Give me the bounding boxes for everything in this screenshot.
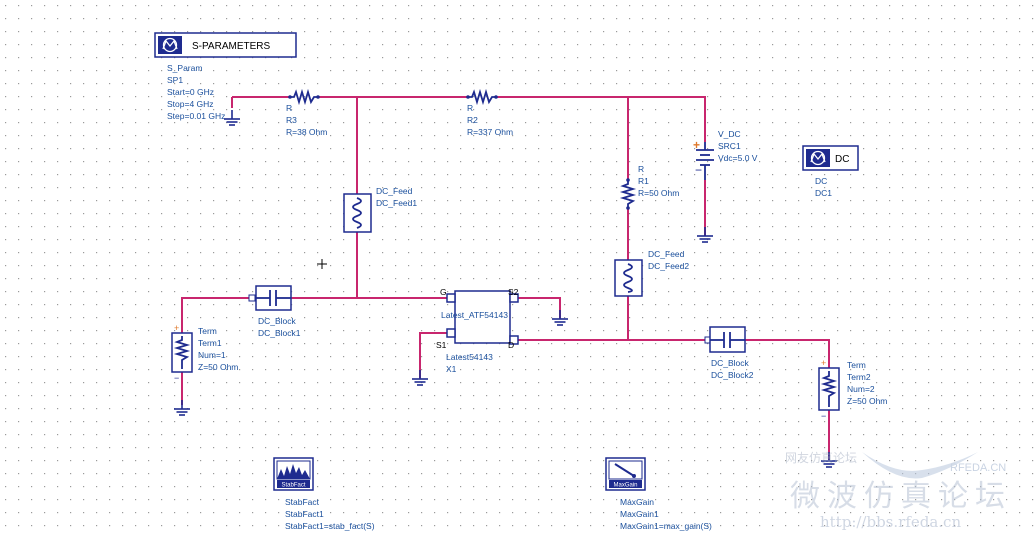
- maxgain-label-1: MaxGain: [620, 497, 654, 507]
- r1-label-3: R=50 Ohm: [638, 188, 679, 198]
- watermark-brand: RFEDA.CN: [950, 462, 1006, 474]
- r1-label-1: R: [638, 164, 644, 174]
- dc-label-1: DC: [815, 176, 827, 186]
- pin-s2-label: S2: [508, 287, 519, 297]
- sparam-label-3: Start=0 GHz: [167, 87, 214, 97]
- watermark-large: 微波仿真论坛: [790, 479, 1012, 514]
- pin-g-label: G: [440, 287, 447, 297]
- term1-label-1: Term: [198, 326, 217, 336]
- r3-label-3: R=38 Ohm: [286, 127, 327, 137]
- maxgain-label-3: MaxGain1=max_gain(S): [620, 521, 712, 531]
- dcblock1-label-2: DC_Block1: [258, 328, 301, 338]
- plus-sign-icon: +: [821, 358, 826, 368]
- stabfact-label-2: StabFact1: [285, 509, 324, 519]
- transistor-x1[interactable]: G S2 S1 D Latest_ATF54143 Latest54143 X1: [436, 287, 519, 374]
- watermark-small: 网友仿真论坛: [785, 451, 857, 465]
- r2-label-1: R: [467, 103, 473, 113]
- term1-label-2: Term1: [198, 338, 222, 348]
- src1-label-1: V_DC: [718, 129, 741, 139]
- voltage-source-src1[interactable]: + − V_DC SRC1 Vdc=5.0 V: [693, 129, 758, 180]
- dcfeed2-label-2: DC_Feed2: [648, 261, 689, 271]
- dc-block-2[interactable]: DC_Block DC_Block2: [704, 326, 754, 380]
- dcblock2-label-1: DC_Block: [711, 358, 750, 368]
- sparam-label-2: SP1: [167, 75, 183, 85]
- transistor-label-2: X1: [446, 364, 457, 374]
- pin-d-label: D: [508, 340, 514, 350]
- resistor-r3[interactable]: R R3 R=38 Ohm: [286, 88, 327, 137]
- sparam-label-1: S_Param: [167, 63, 202, 73]
- transistor-label-1: Latest54143: [446, 352, 493, 362]
- meter-icon: [614, 463, 636, 478]
- maxgain-label-2: MaxGain1: [620, 509, 659, 519]
- r3-label-1: R: [286, 103, 292, 113]
- dc-block-1[interactable]: DC_Block DC_Block1: [248, 285, 301, 338]
- minus-sign-icon: −: [821, 411, 826, 421]
- crosshair-cursor-icon: [317, 259, 327, 269]
- maxgain-icon-label: MaxGain: [613, 483, 637, 489]
- term1-label-4: Z=50 Ohm: [198, 362, 238, 372]
- dc-label-2: DC1: [815, 188, 832, 198]
- minus-sign-icon: −: [174, 373, 179, 383]
- wing-logo-icon: [862, 452, 978, 479]
- dc-title: DC: [835, 154, 849, 165]
- dc-feed-2[interactable]: DC_Feed DC_Feed2: [614, 249, 689, 297]
- ads-logo-icon: [162, 37, 178, 53]
- maxgain-measurement[interactable]: MaxGain MaxGain MaxGain1 MaxGain1=max_ga…: [605, 457, 712, 531]
- resistor-r1[interactable]: R R1 R=50 Ohm: [619, 164, 679, 210]
- src1-label-3: Vdc=5.0 V: [718, 153, 758, 163]
- r3-label-2: R3: [286, 115, 297, 125]
- term1-label-3: Num=1: [198, 350, 226, 360]
- resistor-r2[interactable]: R R2 R=337 Ohm: [466, 88, 513, 137]
- port-term1[interactable]: + − Term Term1 Num=1 Z=50 Ohm: [171, 323, 238, 383]
- dcfeed1-label-1: DC_Feed: [376, 186, 413, 196]
- r2-label-3: R=337 Ohm: [467, 127, 513, 137]
- dcblock1-label-1: DC_Block: [258, 316, 297, 326]
- watermark: 网友仿真论坛 RFEDA.CN 微波仿真论坛 http://bbs.rfeda.…: [785, 451, 1012, 531]
- dcfeed1-label-2: DC_Feed1: [376, 198, 417, 208]
- minus-sign-icon: −: [695, 163, 702, 177]
- ads-logo-icon: [810, 150, 826, 166]
- term2-label-1: Term: [847, 360, 866, 370]
- dc-feed-1[interactable]: DC_Feed DC_Feed1: [343, 186, 417, 233]
- plus-sign-icon: +: [693, 138, 700, 152]
- term2-label-4: Z=50 Ohm: [847, 396, 887, 406]
- sparam-controller[interactable]: S-PARAMETERS S_Param SP1 Start=0 GHz Sto…: [154, 32, 297, 121]
- port-term2[interactable]: + − Term Term2 Num=2 Z=50 Ohm: [818, 358, 887, 421]
- stabfact-label-3: StabFact1=stab_fact(S): [285, 521, 375, 531]
- sparam-title: S-PARAMETERS: [192, 41, 270, 52]
- term2-label-2: Term2: [847, 372, 871, 382]
- src1-label-2: SRC1: [718, 141, 741, 151]
- stabfact-label-1: StabFact: [285, 497, 320, 507]
- stabfact-measurement[interactable]: StabFact StabFact StabFact1 StabFact1=st…: [273, 457, 375, 531]
- stabfact-icon-label: StabFact: [281, 483, 305, 489]
- r2-label-2: R2: [467, 115, 478, 125]
- sparam-label-4: Stop=4 GHz: [167, 99, 214, 109]
- waveform-icon: [277, 464, 310, 479]
- dc-controller[interactable]: DC DC DC1: [802, 145, 859, 198]
- dcblock2-label-2: DC_Block2: [711, 370, 754, 380]
- dcfeed2-label-1: DC_Feed: [648, 249, 685, 259]
- term2-label-3: Num=2: [847, 384, 875, 394]
- sparam-label-5: Step=0.01 GHz: [167, 111, 225, 121]
- transistor-part-label: Latest_ATF54143: [441, 310, 508, 320]
- pin-s1-label: S1: [436, 340, 447, 350]
- plus-sign-icon: +: [174, 323, 179, 333]
- r1-label-2: R1: [638, 176, 649, 186]
- watermark-url: http://bbs.rfeda.cn: [820, 513, 961, 531]
